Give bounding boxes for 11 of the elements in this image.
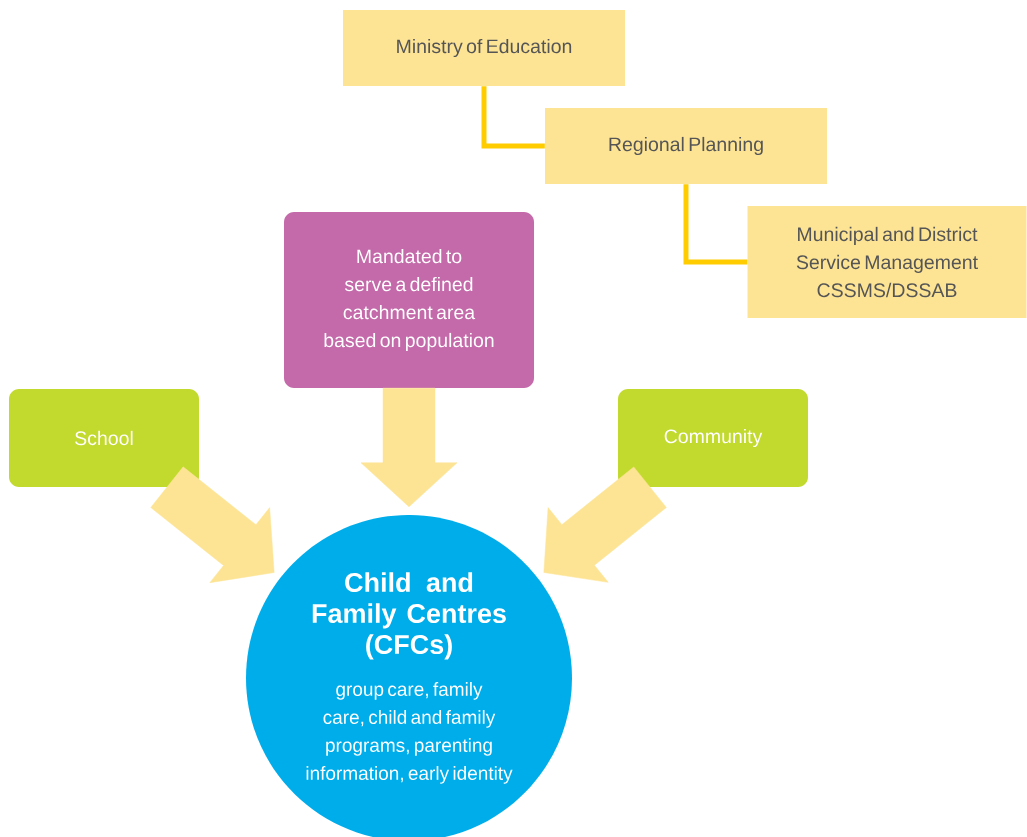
block-arrow (543, 466, 667, 583)
block-arrow (150, 466, 275, 583)
process-box: Ministry of Education (343, 10, 625, 86)
block-arrow (360, 387, 458, 508)
connector-line (481, 86, 545, 149)
mandate-box: Mandated to serve a defined catchment area based on population (284, 212, 534, 388)
connector-line (683, 184, 748, 265)
process-box: Regional Planning (545, 108, 827, 184)
category-box: Community (618, 389, 808, 487)
process-box: Municipal and District Service Management CSSMS/DSSAB (747, 206, 1027, 318)
category-box: School (9, 389, 199, 487)
